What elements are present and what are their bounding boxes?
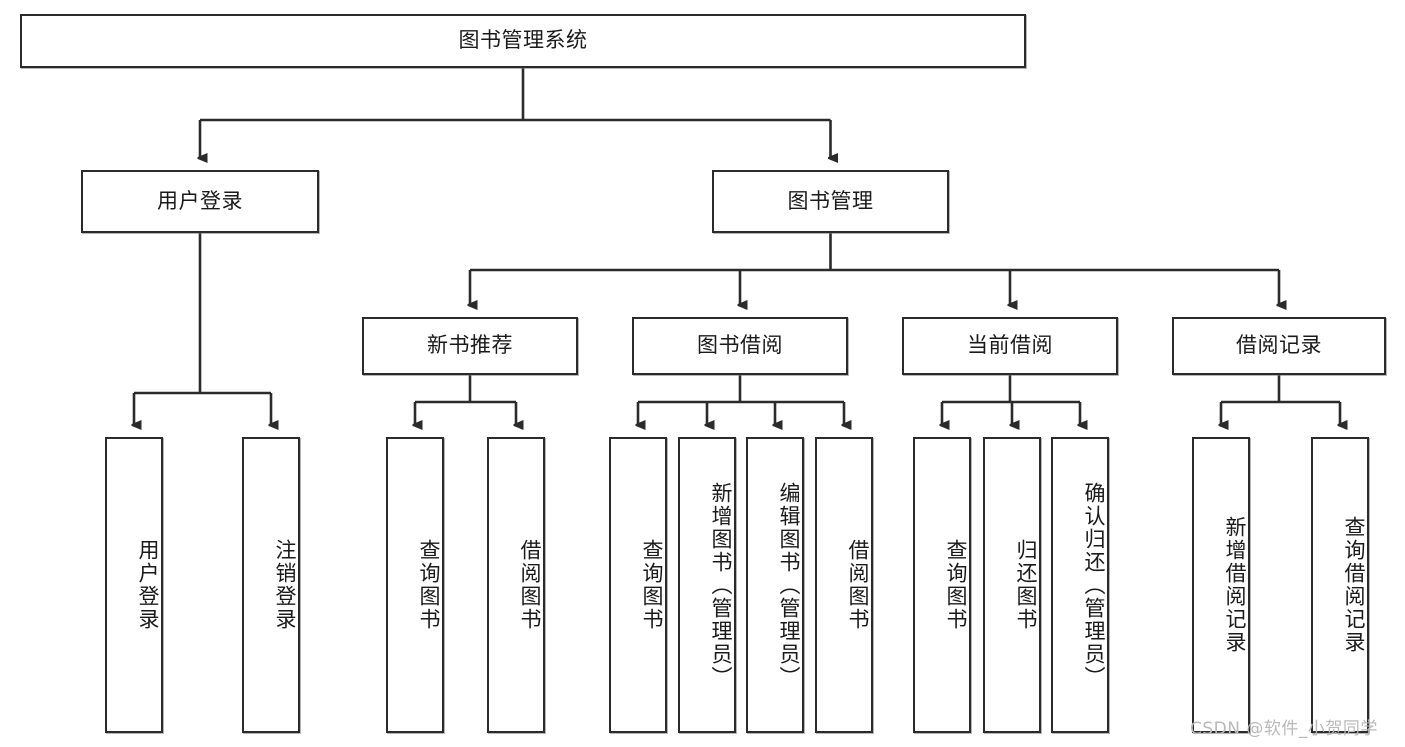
node-label: 编辑图书（管理员） <box>777 481 801 689</box>
node-label: 借阅图书 <box>846 539 870 631</box>
node-label: 用户登录 <box>136 539 160 631</box>
node-leaf7[interactable]: 编辑图书（管理员） <box>746 437 804 733</box>
node-leaf3[interactable]: 查询图书 <box>386 437 444 733</box>
node-l2b[interactable]: 图书借阅 <box>632 317 848 375</box>
node-leaf2[interactable]: 注销登录 <box>242 437 300 733</box>
node-leaf13[interactable]: 查询借阅记录 <box>1311 437 1369 733</box>
node-leaf11[interactable]: 确认归还（管理员） <box>1051 437 1109 733</box>
node-label: 当前借阅 <box>967 333 1053 358</box>
node-l2c[interactable]: 当前借阅 <box>902 317 1118 375</box>
node-leaf12[interactable]: 新增借阅记录 <box>1192 437 1250 733</box>
node-label: 用户登录 <box>157 188 243 213</box>
node-label: 注销登录 <box>273 539 297 631</box>
node-label: 查询图书 <box>417 539 441 631</box>
node-label: 确认归还（管理员） <box>1082 481 1106 689</box>
node-root[interactable]: 图书管理系统 <box>20 14 1026 68</box>
node-label: 归还图书 <box>1014 539 1038 631</box>
node-label: 图书借阅 <box>697 333 783 358</box>
node-label: 新增借阅记录 <box>1223 516 1247 654</box>
node-label: 新书推荐 <box>427 333 513 358</box>
node-l2a[interactable]: 新书推荐 <box>362 317 578 375</box>
node-leaf5[interactable]: 查询图书 <box>609 437 667 733</box>
node-l1b[interactable]: 图书管理 <box>712 170 949 233</box>
node-l2d[interactable]: 借阅记录 <box>1172 317 1386 375</box>
node-label: 查询图书 <box>944 539 968 631</box>
node-label: 图书管理系统 <box>458 28 588 53</box>
node-leaf6[interactable]: 新增图书（管理员） <box>678 437 736 733</box>
node-leaf8[interactable]: 借阅图书 <box>815 437 873 733</box>
csdn-watermark: CSDN @软件_小贺同学 <box>1190 719 1378 739</box>
node-leaf4[interactable]: 借阅图书 <box>487 437 545 733</box>
node-label: 查询图书 <box>640 539 664 631</box>
node-leaf9[interactable]: 查询图书 <box>913 437 971 733</box>
node-leaf10[interactable]: 归还图书 <box>983 437 1041 733</box>
node-label: 借阅记录 <box>1236 333 1322 358</box>
node-label: 图书管理 <box>787 188 874 213</box>
node-leaf1[interactable]: 用户登录 <box>105 437 163 733</box>
node-l1a[interactable]: 用户登录 <box>81 170 319 233</box>
node-label: 查询借阅记录 <box>1342 516 1366 654</box>
node-label: 借阅图书 <box>518 539 542 631</box>
node-label: 新增图书（管理员） <box>709 481 733 689</box>
